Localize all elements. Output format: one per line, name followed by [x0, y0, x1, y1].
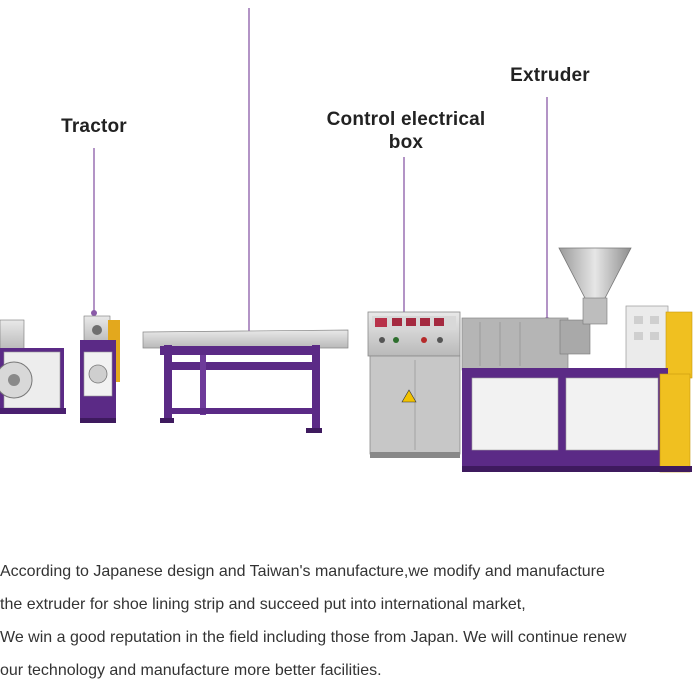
- leader-dot-tractor: [91, 310, 97, 316]
- label-tractor: Tractor: [61, 116, 127, 137]
- control-electrical-box: [367, 311, 461, 458]
- description-line-3: We win a good reputation in the field in…: [0, 629, 627, 646]
- label-control-electrical-box: Control electrical box: [318, 108, 494, 154]
- description-line-1: According to Japanese design and Taiwan'…: [0, 563, 605, 580]
- winder-machine: [0, 319, 66, 414]
- leader-lines: [91, 8, 550, 348]
- production-line-illustration: [0, 8, 693, 473]
- description-text: According to Japanese design and Taiwan'…: [0, 555, 700, 687]
- label-control-box-line1: Control electrical: [326, 109, 486, 130]
- label-extruder: Extruder: [510, 65, 590, 86]
- tractor-machine: [80, 315, 120, 423]
- label-control-box-line2: box: [388, 132, 424, 153]
- extruder-machine: [461, 247, 693, 473]
- description-line-4: our technology and manufacture more bett…: [0, 662, 382, 679]
- cooling-tank: [142, 329, 349, 433]
- description-line-2: the extruder for shoe lining strip and s…: [0, 596, 526, 613]
- machine-diagram: Tractor Control electrical box Extruder: [0, 8, 693, 473]
